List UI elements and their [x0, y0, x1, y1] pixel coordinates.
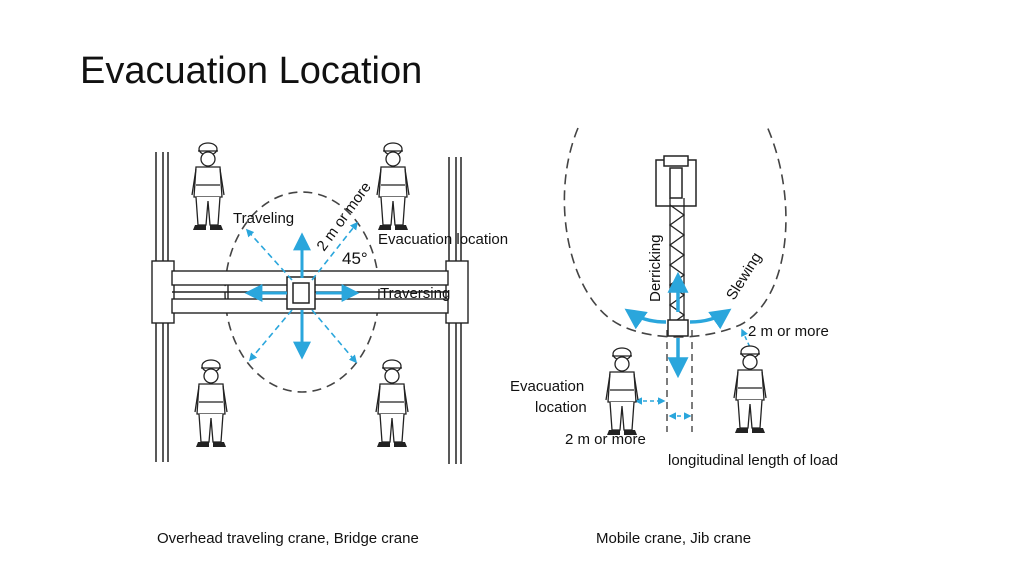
slewing-label: Slewing [723, 250, 765, 304]
overhead-crane-figure: 2 m or more [151, 142, 469, 464]
worker-figure [733, 345, 767, 434]
slewing-arrow-right [689, 308, 732, 330]
traversing-label: Traversing [380, 285, 451, 302]
distance-label-left: 2 m or more [565, 431, 646, 448]
distance-label-right: 2 m or more [748, 323, 829, 340]
angle-label: 45° [342, 249, 368, 268]
diagonal-arrow-lr [311, 309, 358, 364]
worker-figure [191, 142, 225, 231]
lattice-boom [668, 198, 686, 330]
derricking-label: Derricking [647, 234, 664, 302]
worker-figure [605, 347, 639, 436]
diagonal-arrow-ll [248, 309, 293, 362]
evacuation-label-line1: Evacuation [510, 378, 585, 395]
page-title: Evacuation Location [80, 50, 423, 92]
worker-figure [375, 359, 409, 448]
load-length-label: longitudinal length of load [668, 452, 839, 469]
mobile-crane-figure: Derricking Slewing [563, 123, 787, 436]
diagonal-arrow-ul [245, 228, 293, 281]
bridge-girder [151, 260, 469, 324]
slewing-arrow-left [624, 308, 667, 330]
worker-figure [376, 142, 410, 231]
distance-label-rotated: 2 m or more [313, 179, 374, 254]
traveling-label: Traveling [233, 210, 295, 227]
crane-base [667, 319, 689, 337]
slewing-boundary-arc [563, 123, 787, 338]
overhead-crane-caption: Overhead traveling crane, Bridge crane [157, 530, 419, 547]
jib-head [655, 155, 697, 207]
worker-figure [194, 359, 228, 448]
diagonal-arrow-ur [311, 221, 358, 281]
evacuation-location-label: Evacuation location [378, 231, 509, 248]
evacuation-label-line2: location [535, 399, 587, 416]
hoist-trolley [286, 276, 316, 310]
mobile-crane-caption: Mobile crane, Jib crane [596, 530, 752, 547]
